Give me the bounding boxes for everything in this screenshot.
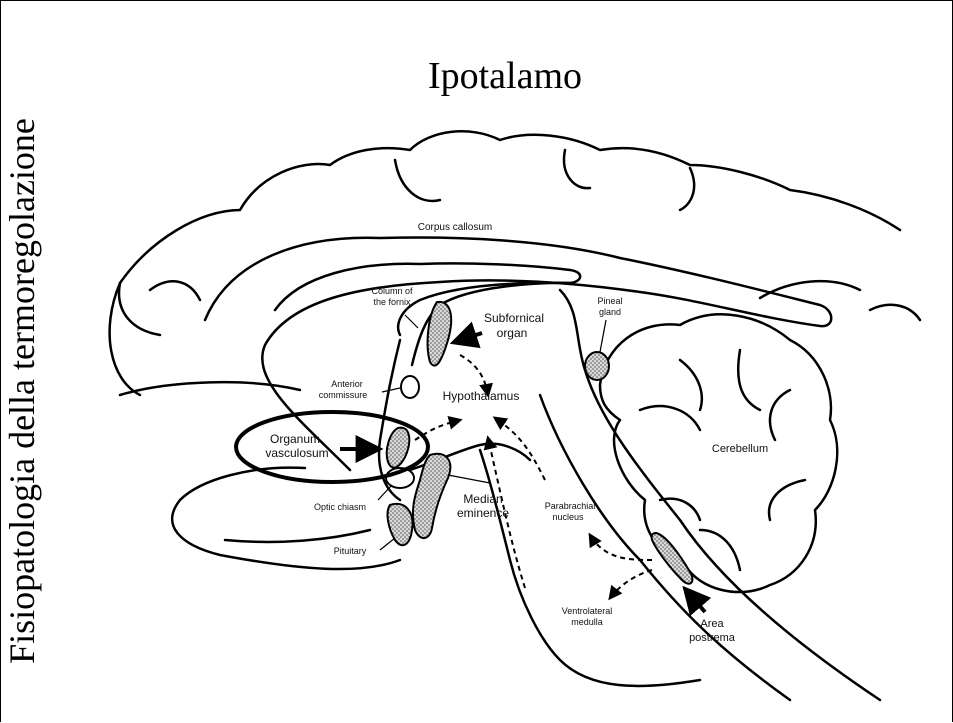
label-median-eminence: eminence — [457, 506, 509, 520]
leader-median — [448, 475, 490, 483]
cerebellum-folia — [770, 390, 790, 440]
label-organum: vasculosum — [265, 446, 328, 460]
label-subfornical: Subfornical — [484, 311, 544, 325]
brainstem-outline — [480, 450, 700, 686]
anterior-commissure — [401, 376, 419, 398]
cerebellum-folia — [738, 350, 760, 410]
leader-anterior — [382, 388, 400, 392]
label-organum: Organum — [270, 432, 320, 446]
label-ventrolateral: Ventrolateral — [562, 606, 613, 616]
cortex-outline — [120, 131, 900, 283]
label-area-postrema: Area — [700, 618, 724, 630]
gyrus-line — [680, 168, 694, 210]
frontal-inferior — [110, 283, 140, 395]
label-anterior-commissure: commissure — [319, 390, 368, 400]
leader-pineal — [600, 320, 606, 352]
cerebellum-folia — [769, 480, 805, 520]
dashed-arrow-to-ventrolateral — [610, 570, 652, 598]
gyrus-line — [119, 283, 160, 335]
label-cerebellum: Cerebellum — [712, 443, 768, 455]
label-parabrachial: nucleus — [552, 512, 584, 522]
label-pituitary: Pituitary — [334, 546, 367, 556]
area-postrema-shape — [652, 533, 693, 584]
dashed-arrow-parabrachial — [495, 418, 545, 480]
leader-pituitary — [380, 538, 395, 550]
subfornical-organ-shape — [428, 302, 452, 366]
temporal-gyrus — [225, 530, 370, 542]
gyrus-line — [564, 150, 590, 188]
label-corpus-callosum: Corpus callosum — [418, 222, 492, 233]
label-anterior-commissure: Anterior — [331, 379, 363, 389]
label-pineal: gland — [599, 307, 621, 317]
cerebellum-folia — [680, 360, 702, 410]
label-column-fornix: Column of — [371, 286, 413, 296]
label-parabrachial: Parabrachial — [545, 501, 596, 511]
pituitary-shape — [388, 504, 413, 545]
organum-vasculosum-shape — [387, 428, 410, 468]
cerebellum-folia — [640, 406, 700, 430]
leader-fornix — [405, 315, 418, 328]
occipital-line — [760, 281, 860, 298]
pineal-gland-shape — [585, 352, 609, 380]
gyrus-line — [395, 160, 440, 201]
gyrus-line — [150, 281, 200, 300]
label-median-eminence: Median — [463, 492, 502, 506]
cerebellum-folia — [700, 530, 740, 570]
arrow-subfornical — [455, 333, 482, 342]
label-optic-chiasm: Optic chiasm — [314, 502, 366, 512]
label-area-postrema: postrema — [689, 632, 736, 644]
arrow-area-postrema — [686, 590, 705, 612]
occipital-line — [870, 305, 920, 320]
label-ventrolateral: medulla — [571, 617, 603, 627]
label-pineal: Pineal — [597, 296, 622, 306]
label-column-fornix: the fornix — [373, 297, 411, 307]
label-subfornical: organ — [497, 326, 528, 340]
label-hypothalamus: Hypothalamus — [443, 389, 520, 403]
